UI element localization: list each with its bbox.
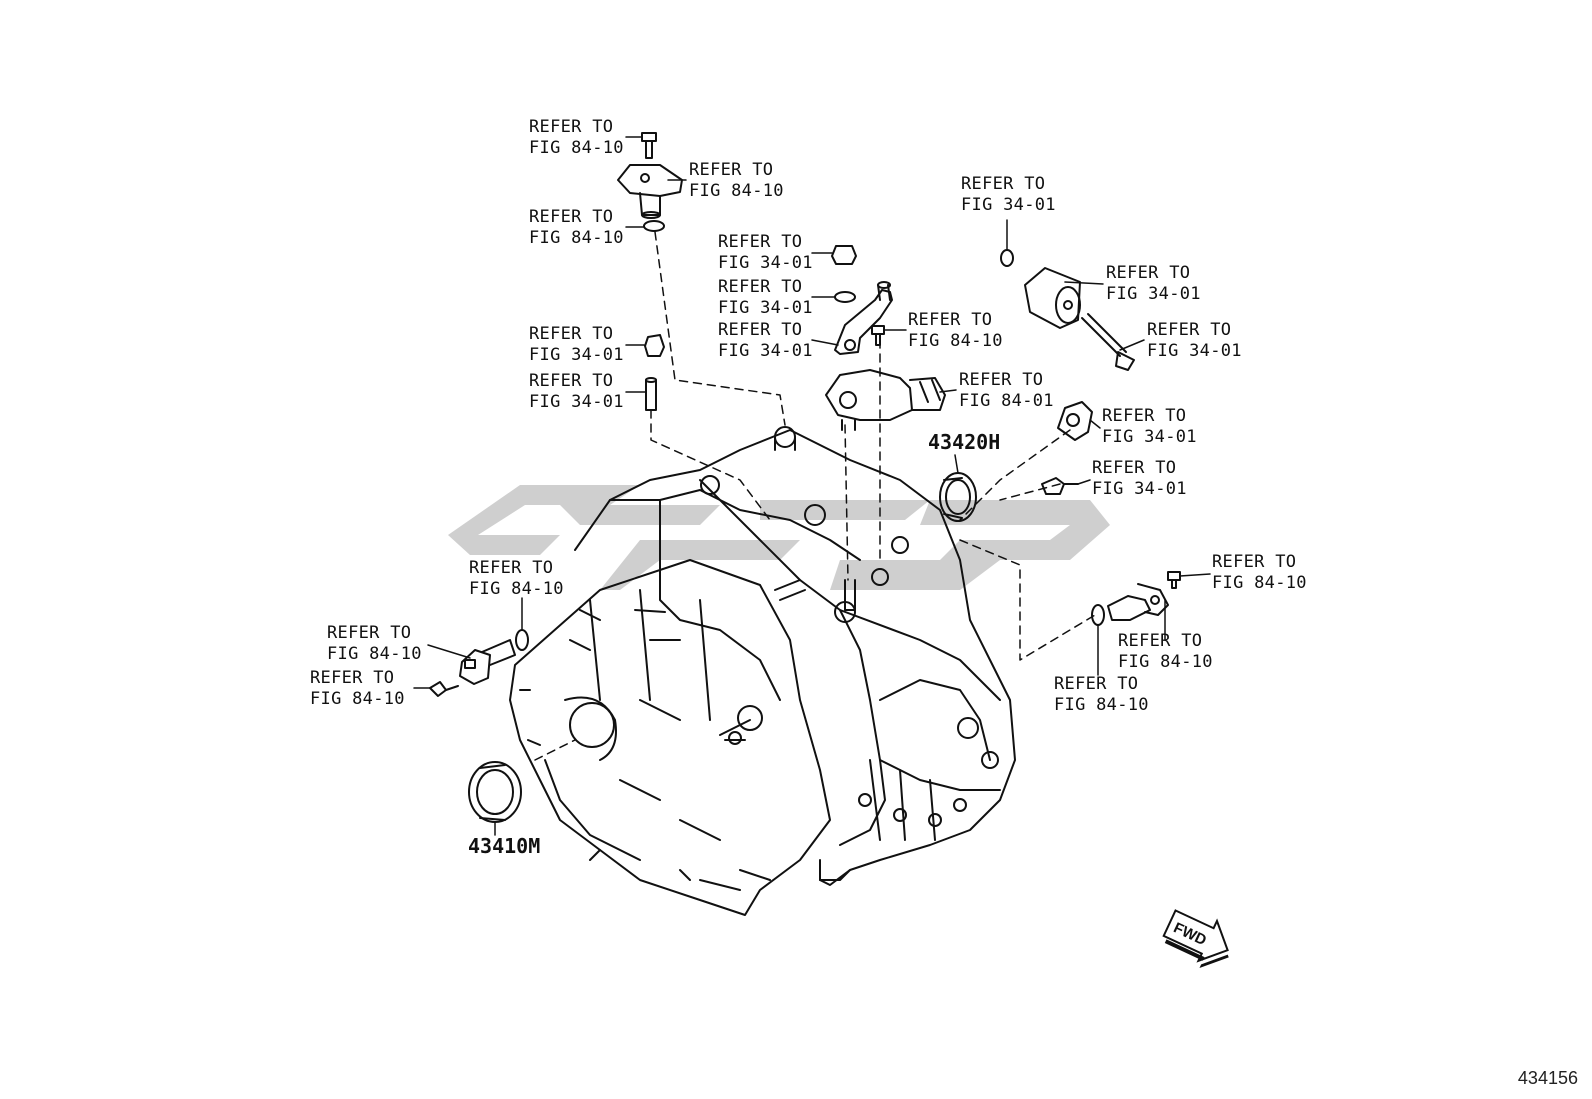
- illustration-id: 434156: [1517, 1068, 1578, 1088]
- bolt-icon: [1167, 571, 1181, 589]
- transaxle-housing: [509, 426, 1016, 916]
- part-number-43420h[interactable]: 43420H: [928, 430, 1001, 454]
- pin-icon: [645, 377, 657, 411]
- watermark-logo: [448, 485, 1110, 590]
- o-ring-icon: [643, 220, 665, 232]
- part-number-43410m[interactable]: 43410M: [468, 834, 541, 858]
- damper-icon: [1024, 267, 1081, 329]
- nut-icon: [831, 245, 857, 265]
- temperature-sensor-icon: [459, 639, 516, 685]
- gasket-icon: [1057, 401, 1093, 441]
- shift-lever-icon: [834, 281, 893, 355]
- oil-seal-43420h-icon: [939, 472, 977, 522]
- cap-icon: [644, 334, 665, 357]
- neutral-switch-icon: [825, 369, 946, 431]
- callout-leader-lines: [413, 136, 1211, 836]
- long-bolt-icon: [1081, 313, 1135, 371]
- fwd-arrow-icon: FWD: [1162, 909, 1229, 968]
- small-bolt-icon: [871, 325, 885, 346]
- speed-sensor-icon: [1107, 583, 1169, 621]
- assembly-leader-lines: [534, 231, 1096, 761]
- shaft-icon: [844, 579, 856, 611]
- bolt-icon: [429, 681, 459, 697]
- speed-sensor-icon: [617, 164, 683, 219]
- o-ring-icon: [1091, 604, 1105, 626]
- bolt-icon: [641, 132, 657, 159]
- plug-icon: [1041, 477, 1079, 495]
- o-ring-icon: [515, 629, 529, 651]
- washer-icon: [1000, 249, 1014, 267]
- oil-seal-43410m-icon: [468, 761, 522, 823]
- washer-icon: [834, 291, 856, 303]
